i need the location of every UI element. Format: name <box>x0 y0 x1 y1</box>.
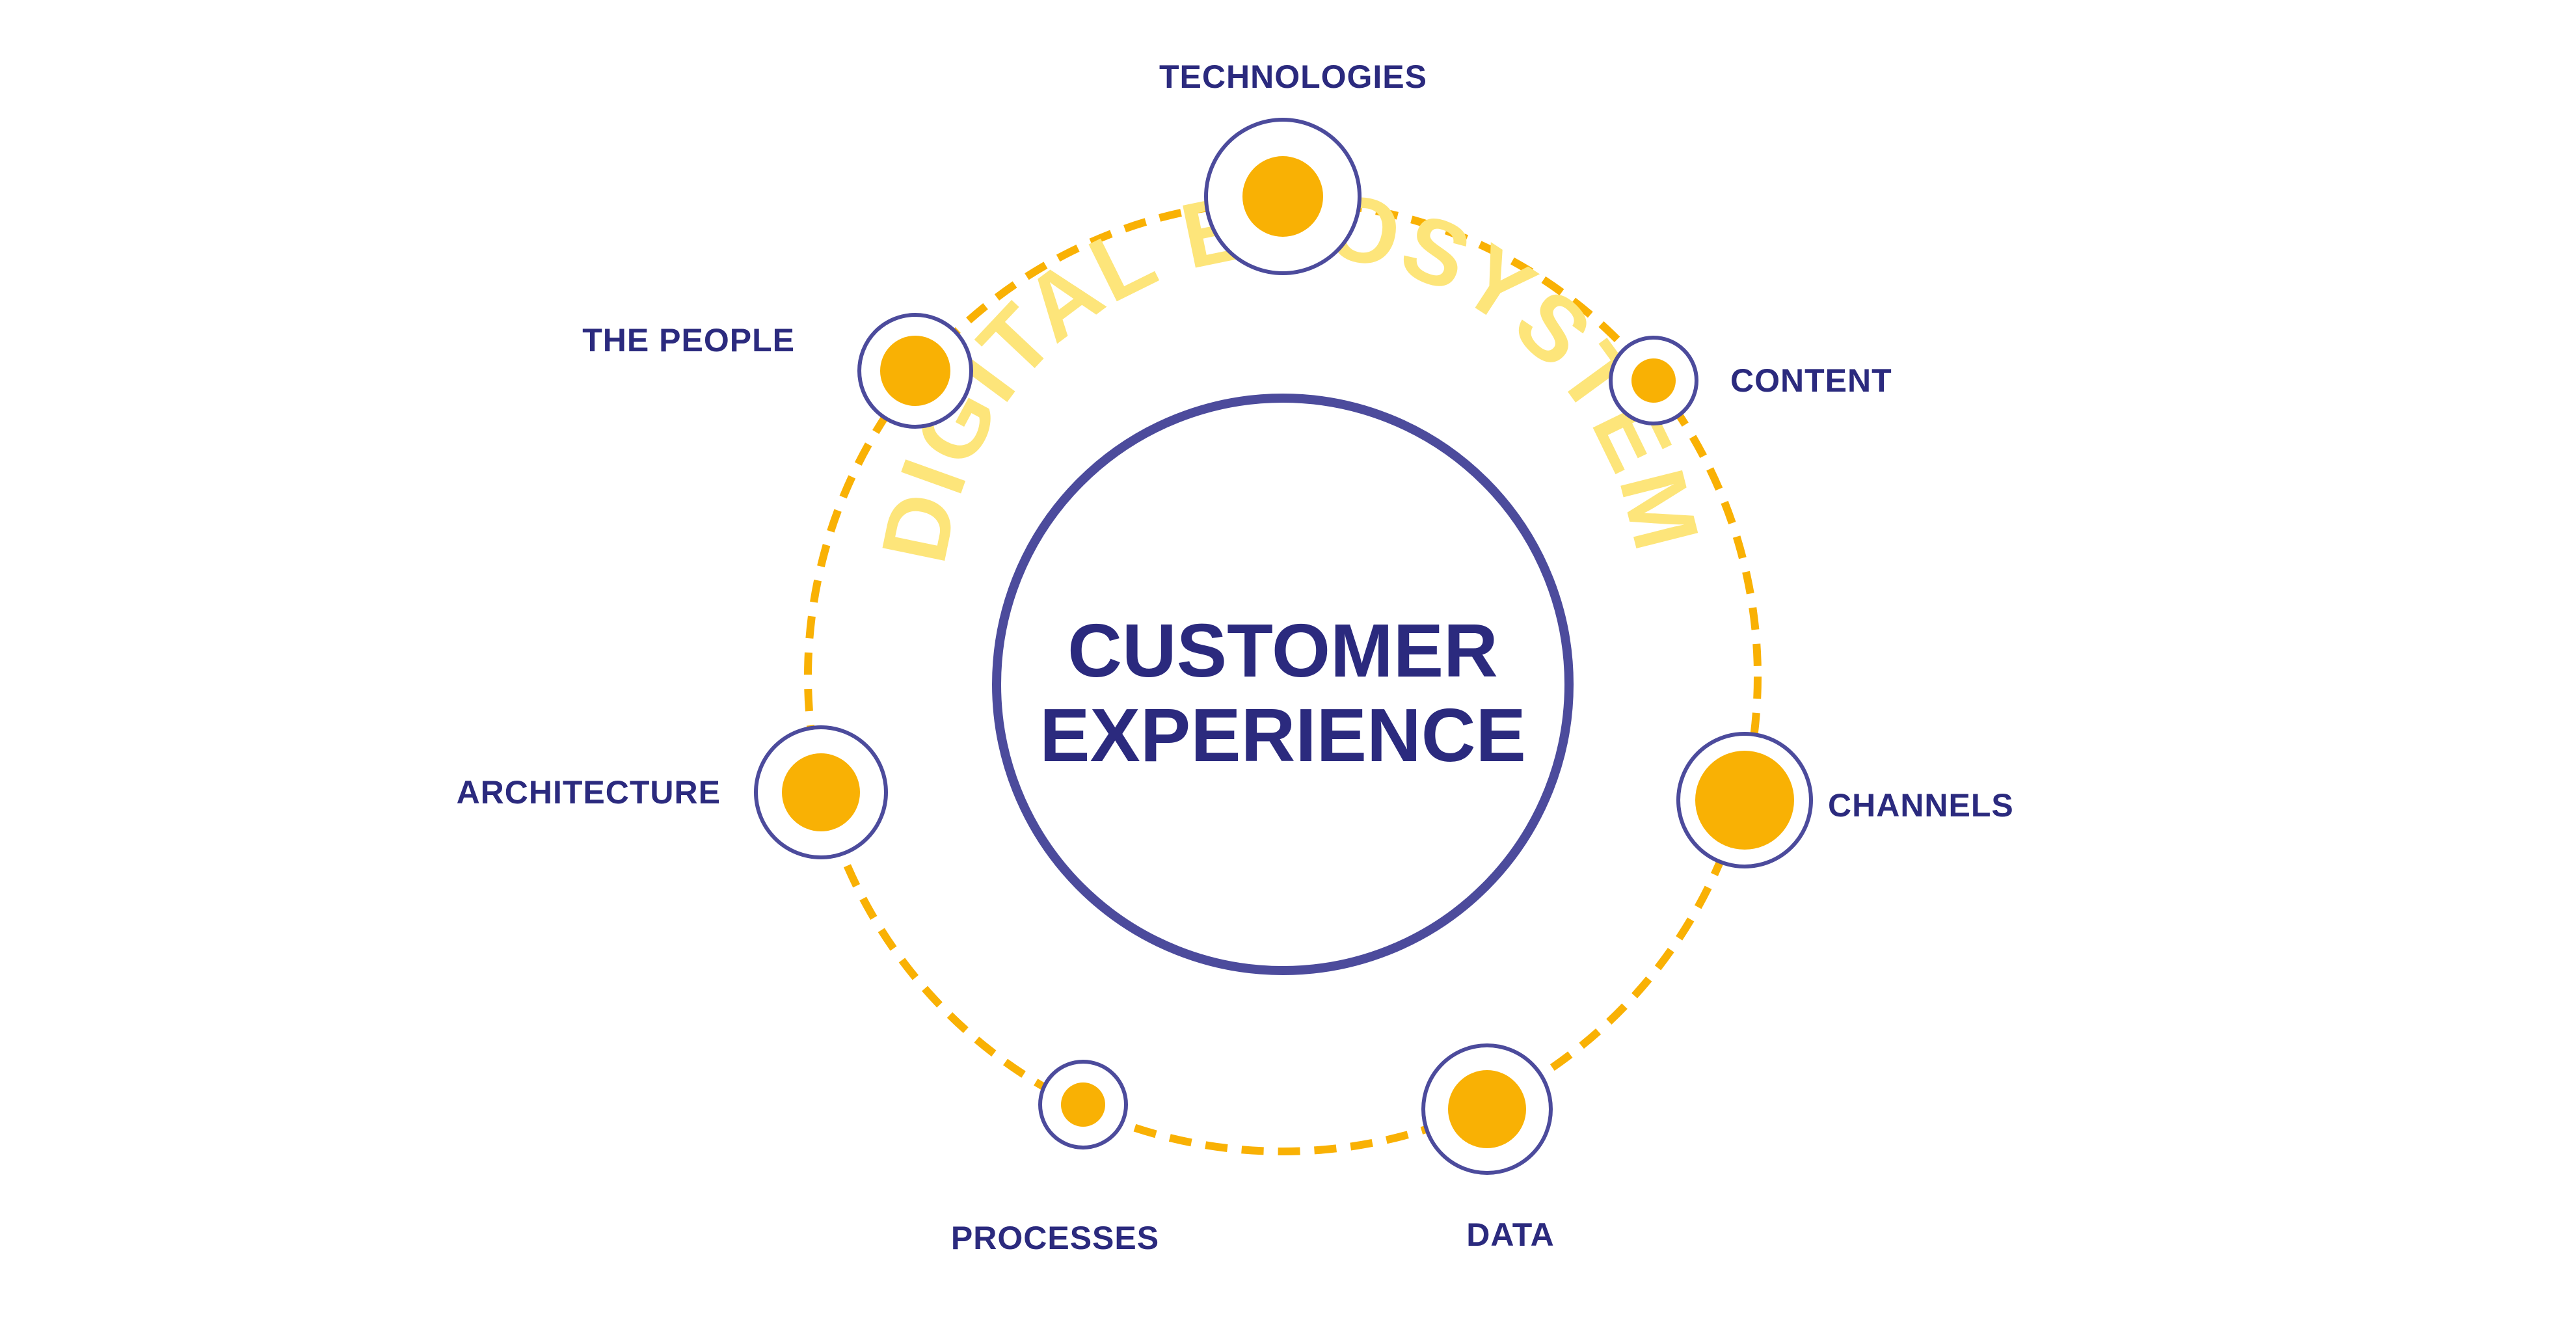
node-channels: CHANNELS <box>1676 732 2014 868</box>
node-label-content: CONTENT <box>1730 362 1892 399</box>
center-circle <box>992 394 1574 975</box>
node-dot <box>782 753 860 831</box>
node-the-people: THE PEOPLE <box>582 313 973 429</box>
node-dot <box>880 336 950 406</box>
center-title-line-2: EXPERIENCE <box>1040 693 1526 777</box>
node-label-processes: PROCESSES <box>951 1220 1159 1256</box>
node-architecture: ARCHITECTURE <box>457 725 888 859</box>
node-label-channels: CHANNELS <box>1828 787 2014 824</box>
node-processes: PROCESSES <box>951 1060 1159 1256</box>
node-data: DATA <box>1421 1043 1554 1253</box>
node-dot <box>1631 358 1676 403</box>
node-content: CONTENT <box>1609 336 1892 425</box>
node-dot <box>1695 751 1794 850</box>
node-label-the-people: THE PEOPLE <box>582 322 795 358</box>
node-dot <box>1448 1070 1526 1148</box>
node-label-technologies: TECHNOLOGIES <box>1159 59 1427 95</box>
node-label-data: DATA <box>1466 1216 1554 1253</box>
node-dot <box>1061 1082 1105 1127</box>
node-technologies: TECHNOLOGIES <box>1159 59 1427 275</box>
node-dot <box>1242 156 1323 237</box>
center-title-line-1: CUSTOMER <box>1067 608 1498 693</box>
node-label-architecture: ARCHITECTURE <box>457 774 721 811</box>
